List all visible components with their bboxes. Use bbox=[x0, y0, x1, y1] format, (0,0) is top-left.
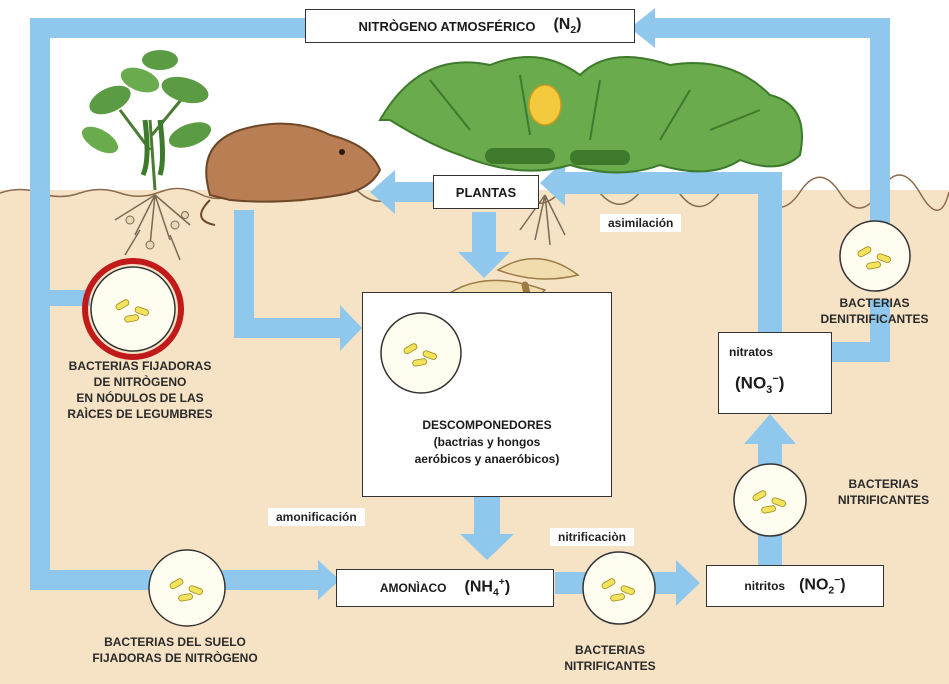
nitrites-box: nitritos (NO2−) bbox=[706, 565, 884, 607]
atmospheric-nitrogen-formula: (N2) bbox=[553, 16, 581, 36]
arrow-assimilation-up bbox=[758, 172, 782, 332]
arrow-nitrites-up bbox=[758, 440, 782, 568]
arrow-plants-down bbox=[472, 212, 496, 257]
nitrites-formula: (NO2−) bbox=[799, 575, 846, 597]
legume-fixing-bacteria-label: BACTERIAS FIJADORAS DE NITRÒGENO EN NÓDU… bbox=[20, 358, 260, 422]
arrow-plants-to-animal bbox=[392, 182, 434, 202]
plants-label: PLANTAS bbox=[456, 185, 516, 200]
assimilation-label: asimilación bbox=[600, 214, 681, 232]
plants-box: PLANTAS bbox=[433, 175, 539, 209]
arrow-animal-down bbox=[234, 210, 254, 335]
arrow-ammonification bbox=[474, 497, 500, 537]
decomposers-title: DESCOMPONEDORES bbox=[363, 417, 611, 434]
ammonia-formula: (NH4+) bbox=[465, 577, 511, 599]
decomposers-line2: (bactrias y hongos bbox=[363, 434, 611, 451]
nitrites-label: nitritos bbox=[744, 579, 785, 593]
nitrates-box: nitratos (NO3−) bbox=[718, 332, 832, 414]
denitrifying-bacteria-label: BACTERIAS DENITRIFICANTES bbox=[800, 295, 949, 327]
ammonification-label: amonificación bbox=[268, 508, 365, 526]
decomposers-box: DESCOMPONEDORES (bactrias y hongos aerób… bbox=[362, 292, 612, 497]
arrow-bottom-left-bar bbox=[30, 570, 320, 590]
arrow-top-right-bar bbox=[650, 18, 890, 38]
atmospheric-nitrogen-label: NITRÒGENO ATMOSFÉRICO bbox=[359, 19, 536, 34]
nitrification-label: nitrificaciòn bbox=[550, 528, 634, 546]
decomposers-line3: aeróbicos y anaeróbicos) bbox=[363, 451, 611, 468]
nitrifying-bacteria-bottom-label: BACTERIAS NITRIFICANTES bbox=[545, 642, 675, 674]
nitrates-formula: (NO3−) bbox=[735, 373, 784, 396]
ammonia-box: AMONÌACO (NH4+) bbox=[336, 569, 554, 607]
arrow-animal-right bbox=[234, 318, 344, 338]
arrow-right-vertical bbox=[870, 18, 890, 278]
arrow-assimilation-left bbox=[560, 172, 782, 194]
soil-fixing-bacteria-label: BACTERIAS DEL SUELO FIJADORAS DE NITRÒGE… bbox=[40, 634, 310, 666]
nitrates-label: nitratos bbox=[729, 345, 773, 359]
arrow-nodule-connector bbox=[40, 290, 90, 306]
arrow-nitrification bbox=[555, 572, 680, 594]
atmospheric-nitrogen-box: NITRÒGENO ATMOSFÉRICO (N2) bbox=[305, 9, 635, 43]
decomposers-text: DESCOMPONEDORES (bactrias y hongos aerób… bbox=[363, 417, 611, 468]
arrow-top-left-bar bbox=[30, 18, 312, 38]
nitrifying-bacteria-right-label: BACTERIAS NITRIFICANTES bbox=[818, 476, 949, 508]
ammonia-label: AMONÌACO bbox=[380, 581, 447, 595]
